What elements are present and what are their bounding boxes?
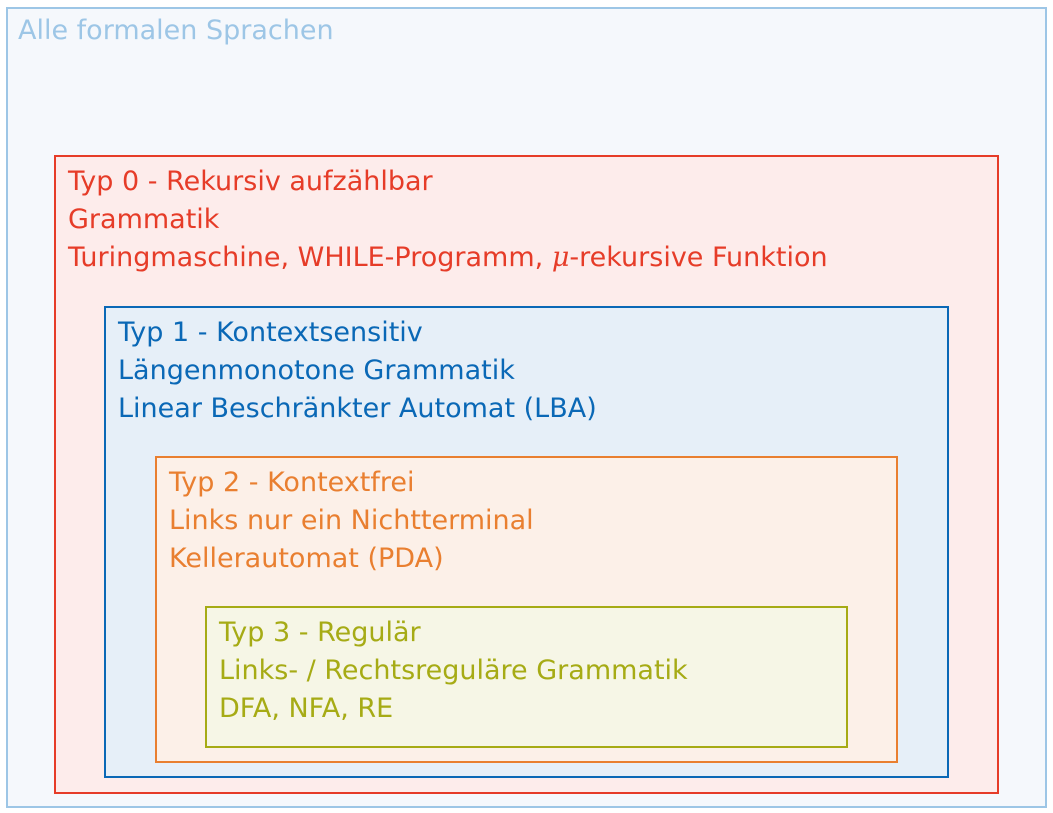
type3-title: Typ 3 - Regulär — [219, 617, 421, 648]
type2-machine: Kellerautomat (PDA) — [169, 543, 444, 574]
type3-grammar: Links- / Rechtsreguläre Grammatik — [219, 655, 688, 686]
type1-grammar: Längenmonotone Grammatik — [118, 355, 515, 386]
type2-grammar: Links nur ein Nichtterminal — [169, 505, 534, 536]
type0-label: Typ 0 - Rekursiv aufzählbar Grammatik Tu… — [68, 163, 828, 277]
all-formal-languages-label: Alle formalen Sprachen — [18, 12, 334, 50]
type0-grammar: Grammatik — [68, 204, 220, 235]
type1-label: Typ 1 - Kontextsensitiv Längenmonotone G… — [118, 314, 597, 428]
type2-label: Typ 2 - Kontextfrei Links nur ein Nichtt… — [169, 464, 534, 578]
type3-machine: DFA, NFA, RE — [219, 693, 394, 724]
type3-box — [205, 606, 848, 748]
type2-title: Typ 2 - Kontextfrei — [169, 467, 415, 498]
type0-machine-prefix: Turingmaschine, WHILE-Programm, — [68, 242, 552, 273]
type3-label: Typ 3 - Regulär Links- / Rechtsreguläre … — [219, 614, 688, 728]
type1-title: Typ 1 - Kontextsensitiv — [118, 317, 423, 348]
mu-symbol: μ — [551, 242, 570, 273]
type0-machine: Turingmaschine, WHILE-Programm, μ-rekurs… — [68, 239, 828, 277]
type0-title: Typ 0 - Rekursiv aufzählbar — [68, 166, 433, 197]
type1-machine: Linear Beschränkter Automat (LBA) — [118, 393, 597, 424]
all-formal-languages-title: Alle formalen Sprachen — [18, 15, 334, 46]
type0-machine-suffix: -rekursive Funktion — [569, 242, 828, 273]
